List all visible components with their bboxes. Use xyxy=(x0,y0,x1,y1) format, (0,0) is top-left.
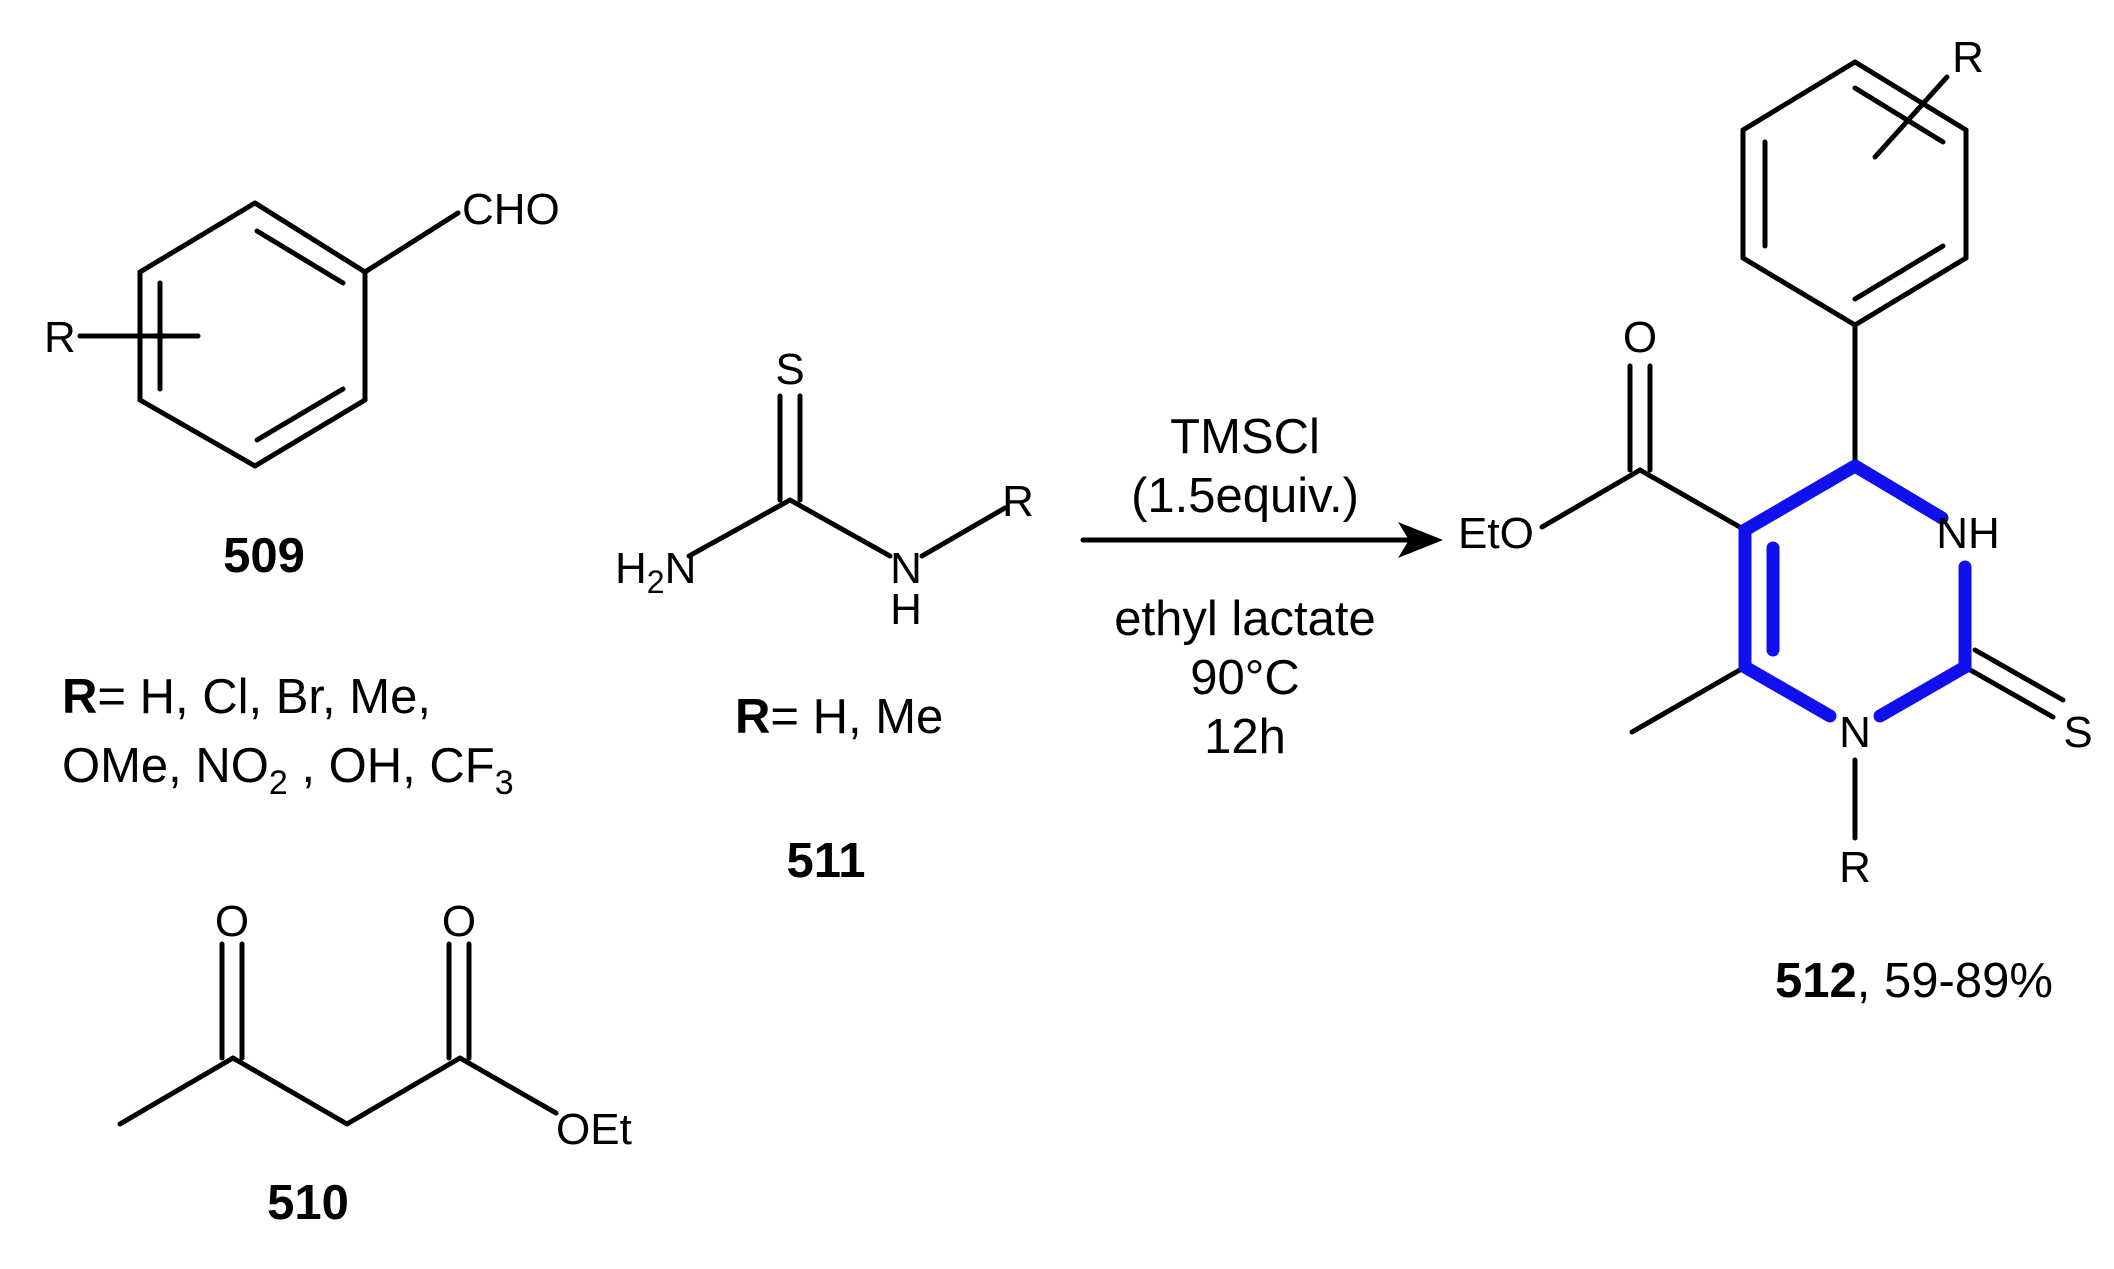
compound-number-yield-512: 512, 59-89% xyxy=(1775,954,2053,1008)
nh-n-label-511: N xyxy=(890,544,922,593)
time-label: 12h xyxy=(1204,710,1286,764)
reaction-arrow-group: TMSCl (1.5equiv.) ethyl lactate 90°C 12h xyxy=(1080,410,1443,764)
nitro-subscript: 2 xyxy=(269,764,288,802)
r-values-509-line1: = H, Cl, Br, Me, xyxy=(97,670,431,724)
ethoxy-label-512: EtO xyxy=(1458,509,1534,558)
reagent-label: TMSCl xyxy=(1170,410,1320,464)
compound-512-structure: O EtO NH N S R R 512, 59-89% xyxy=(1458,33,2093,1008)
r-values-509-line2b: , OH, CF xyxy=(288,739,495,793)
r-definition-511: R= H, Me xyxy=(735,690,943,744)
compound-509-structure: CHO R 509 R= H, Cl, Br, Me, OMe, NO2 , O… xyxy=(44,185,560,802)
compound-number-510: 510 xyxy=(267,1176,349,1230)
ethoxy-label-510: OEt xyxy=(556,1105,632,1154)
solvent-label: ethyl lactate xyxy=(1114,592,1376,646)
aryl-r-bond xyxy=(1872,74,1950,160)
compound-number-509: 509 xyxy=(223,529,305,583)
amine-label-511: H2N xyxy=(615,544,696,600)
sulfur-label-511: S xyxy=(775,345,804,394)
r-prefix-511: R xyxy=(735,690,770,744)
compound-510-structure: O O OEt 510 xyxy=(117,897,632,1230)
reaction-arrow-head xyxy=(1398,522,1443,558)
r-values-509-line2a: OMe, NO xyxy=(62,739,269,793)
nh-label-512: NH xyxy=(1936,509,2000,558)
n-substituent-label-512: R xyxy=(1839,843,1871,892)
r-group-label-511: R xyxy=(1002,477,1034,526)
carbonyl-oxygen-label-512: O xyxy=(1623,313,1657,362)
ester-carbonyl-oxygen-label: O xyxy=(442,897,476,946)
aldehyde-label: CHO xyxy=(462,185,560,234)
r-definition-509-line2: OMe, NO2 , OH, CF3 xyxy=(62,739,514,802)
dihydropyrimidine-ring-highlight xyxy=(1738,459,1972,723)
keto-oxygen-label: O xyxy=(215,897,249,946)
cf3-subscript: 3 xyxy=(495,764,514,802)
compound-number-512: 512 xyxy=(1775,954,1857,1008)
temperature-label: 90°C xyxy=(1190,651,1299,705)
amine-h: H xyxy=(615,544,647,593)
amine-n: N xyxy=(665,544,697,593)
compound-511-structure: S H2N N H R R= H, Me 511 xyxy=(615,345,1034,888)
yield-512: , 59-89% xyxy=(1857,954,2053,1008)
reagent-equiv-label: (1.5equiv.) xyxy=(1131,469,1359,523)
compound-number-511: 511 xyxy=(786,834,865,888)
r-group-label-509: R xyxy=(44,313,76,362)
r-values-511: = H, Me xyxy=(770,690,943,744)
amine-subscript: 2 xyxy=(647,564,665,600)
aryl-r-label-512: R xyxy=(1952,33,1984,82)
aldehyde-bond xyxy=(362,210,461,275)
aryl-ring-512 xyxy=(1740,59,1969,328)
r-definition-509-line1: R= H, Cl, Br, Me, xyxy=(62,670,431,724)
ring-n-label-512: N xyxy=(1839,708,1871,757)
thione-s-label-512: S xyxy=(2063,708,2092,757)
r-prefix-509: R xyxy=(62,670,97,724)
nh-h-label-511: H xyxy=(890,585,922,634)
